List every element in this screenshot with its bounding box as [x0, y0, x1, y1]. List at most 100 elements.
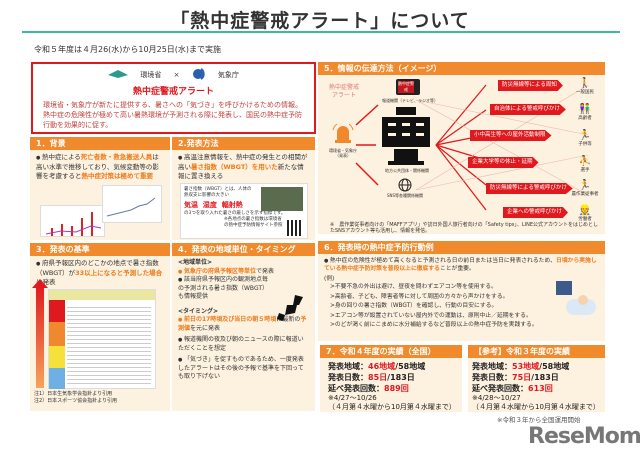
- highlight: 暑さ指数（WBGT）を用いた: [191, 163, 278, 171]
- text: 熱中症の危険性が極めて高くなると予測される日の前日または当日に発表されるため、: [329, 258, 557, 264]
- example-label: (例): [324, 276, 335, 282]
- route-label: 企業への警戒呼びかけ: [503, 207, 569, 218]
- factor: 輻射熱: [221, 201, 243, 209]
- note: 注1）日本生気象学会指針より引用: [34, 391, 113, 397]
- person-label: 子供等: [578, 142, 592, 147]
- ministry-env-label: 環境省: [140, 71, 162, 79]
- text: で発表: [255, 267, 274, 275]
- example-item: >エアコン等が設置されていない屋内外での運動は、原則中止／延期をする。: [330, 312, 532, 319]
- table-notes: 注1）日本生気象学会指針より引用注2）日本スポーツ協会指針より引用: [34, 391, 117, 405]
- timing-title: <タイミング>: [178, 307, 219, 315]
- example-item: >身の回りの暑さ指数（WBGT）を確認し、行動の目安にする。: [330, 303, 498, 309]
- text: 高温注意情報を、熱中症の発生との相関が高い: [178, 153, 308, 171]
- text: 不要不急の外出は避け、昼夜を問わずエアコン等を使用する。: [334, 284, 497, 290]
- days-stat: 発表日数：75日/183日: [472, 372, 597, 383]
- areas-stat: 発表地域：53地域/58地域: [472, 361, 597, 372]
- route-label: 防災無線等による周知: [498, 80, 563, 91]
- factor: 湿度: [202, 201, 217, 209]
- example-item: >のどが渇く前にこまめに水分補給するなど普段以上の熱中症予防を実践する。: [330, 322, 538, 328]
- value: 75日: [512, 373, 532, 382]
- section-5-header: 5．情報の伝達方法（イメージ）: [318, 62, 605, 75]
- range-note: （４月第４水曜から10月第４水曜まで）: [328, 403, 456, 411]
- alert-description: 環境省・気象庁が新たに提供する、暑さへの「気づき」を呼びかけるための情報。熱中症…: [43, 101, 302, 129]
- section-3-text: 府県予報区内のどこかの地点で暑さ指数（WBGT）が33以上になると予測した場合に…: [30, 256, 170, 290]
- value: 46地域: [368, 362, 396, 371]
- section-background: 【参考】令和３年度の実績 発表地域：53地域/58地域 発表日数：75日/183…: [468, 345, 605, 412]
- total: /58地域: [539, 362, 570, 371]
- text: のどが渇く前にこまめに水分補給するなど普段以上の熱中症予防を実践する。: [334, 322, 538, 328]
- government-building-icon: [378, 107, 434, 173]
- route-label: 防災無線等による警戒呼びかけ: [486, 183, 573, 194]
- photo-image: [261, 187, 303, 211]
- label: 発表地域：: [472, 362, 512, 371]
- elderly-icon: 👫高齢者: [578, 104, 592, 121]
- footnote: ※令和３年から全国運用開始: [497, 416, 581, 424]
- death-count-chart: [40, 205, 105, 237]
- ministry-jma-label: 気象庁: [217, 71, 239, 79]
- moe-logo-icon: [108, 69, 129, 81]
- alert-name: 熱中症警戒アラート: [132, 87, 214, 97]
- athlete-icon: ⛹選手: [578, 156, 592, 173]
- section-background: 3．発表の基準 府県予報区内のどこかの地点で暑さ指数（WBGT）が33以上になる…: [30, 243, 170, 411]
- range: ※4/28～10/27: [472, 394, 521, 402]
- text: 身の回りの暑さ指数（WBGT）を確認し、行動の目安にする。: [334, 303, 498, 309]
- resemom-watermark: ReseMom: [528, 424, 640, 449]
- route-label: 企業大学等の休止・延期: [468, 157, 539, 168]
- text: 府県予報区内のどこかの地点で暑さ指数（WBGT）が: [36, 259, 159, 277]
- wbgt-criteria-table: [48, 289, 156, 389]
- label: 発表日数：: [472, 373, 512, 382]
- areas-stat: 発表地域：46地域/58地域: [328, 361, 454, 372]
- wbgt-intro: 暑さ指数（WBGT）とは、人体の熱収支に影響の大きい: [184, 187, 252, 198]
- text: 新たな情報に置き換える: [178, 163, 304, 180]
- unit-item: 該当府県予報区内の観測地点毎の予測される暑さ指数（WBGT）も情報提供: [178, 276, 270, 302]
- highlight: 33以上になると予測した場合: [75, 269, 163, 277]
- timing-item: 報道機関の夜及び朝のニュースの際に報道いただくことを想定: [178, 336, 309, 353]
- days-stat: 発表日数：85日/183日: [328, 372, 454, 383]
- section-background: 1．背景 熱中症による死亡者数・救急搬送人員は高い水準で推移しており、気候変動等…: [30, 137, 170, 240]
- section-1-header: 1．背景: [30, 137, 170, 150]
- wbgt-info-card: 暑さ指数（WBGT）とは、人体の熱収支に影響の大きい 気温 湿度 輻射熱 の3つ…: [180, 183, 308, 239]
- section-6-text: 熱中症の危険性が極めて高くなると予測される日の前日または当日に発表されるため、日…: [324, 257, 599, 273]
- section-4-header: 4．発表の地域単位・タイミング: [172, 243, 315, 256]
- note: 注2）日本スポーツ協会指針より引用: [34, 398, 117, 404]
- reference-header: 【参考】令和３年度の実績: [468, 345, 605, 358]
- section-background: 7．令和４年度の実績（全国） 発表地域：46地域/58地域 発表日数：85日/1…: [320, 345, 462, 412]
- gov-label: 地方公共団体・関係機関: [385, 168, 429, 173]
- value: 889回: [384, 384, 409, 393]
- person-label: 選手: [580, 168, 590, 173]
- value: 613回: [528, 384, 553, 393]
- section-5-note: ※ 農作業従事者向けの「MAFFアプリ」や訪日外国人旅行者向けの「Safety …: [330, 222, 599, 234]
- label: 発表地域：: [328, 362, 368, 371]
- qr-code-icon[interactable]: [287, 220, 303, 236]
- section-2-text: 高温注意情報を、熱中症の発生との相関が高い暑さ指数（WBGT）を用いた新たな情報…: [172, 150, 315, 184]
- sleeping-person-illustration: [556, 281, 598, 317]
- highlight: 死亡者数・救急搬送人員: [80, 153, 153, 161]
- wbgt-desc: の3つを取り入れた暑さの厳しさを示す指標です。: [184, 211, 286, 216]
- page-title: 「熱中症警戒アラート」について: [170, 10, 470, 32]
- label: 延べ発表回数：: [328, 384, 384, 393]
- person-label: 労働者: [578, 217, 592, 222]
- example-item: >高齢者、子ども、障害者等に対して周囲の方々から声かけをする。: [330, 293, 509, 300]
- highlight: 前日の17時頃及び当日の朝５時頃: [183, 316, 277, 323]
- alert-label: 熱中症警戒アラート: [328, 84, 359, 99]
- person-label: 一般国民: [576, 90, 594, 95]
- globe-icon: [398, 177, 412, 196]
- child-icon: 🏃子供等: [578, 130, 592, 147]
- factor: 気温: [184, 201, 198, 209]
- cross-symbol: ×: [173, 71, 180, 79]
- web-label: SNS等各種関係機関: [386, 193, 424, 198]
- unit-title: <地域単位>: [178, 259, 213, 266]
- text: エアコン等が設置されていない屋内外での運動は、原則中止／延期をする。: [334, 312, 532, 319]
- tv-screen-text: 熱中症警戒: [398, 81, 414, 93]
- range-note: （４月第４水曜から10月第４水曜まで）: [472, 403, 600, 411]
- rising-arrow-icon: [36, 285, 44, 388]
- range: ※4/27～10/26: [328, 394, 377, 402]
- farmer-icon: 🏃農作業従事者: [571, 180, 599, 197]
- section-3-header: 3．発表の基準: [30, 243, 170, 256]
- count-stat: 延べ発表回数：889回: [328, 383, 454, 394]
- tv-label: 報道機関（テレビ、ラジオ等）: [382, 98, 438, 103]
- tv-icon: 熱中症警戒: [396, 79, 420, 95]
- highlight: 日頃から実施している熱中症予防対策を普段以上に徹底する: [324, 258, 597, 272]
- section-background: 6．発表時の熱中症予防行動例 熱中症の危険性が極めて高くなると予測される日の前日…: [318, 241, 605, 341]
- example-item: >不要不急の外出は避け、昼夜を問わずエアコン等を使用する。: [330, 284, 497, 290]
